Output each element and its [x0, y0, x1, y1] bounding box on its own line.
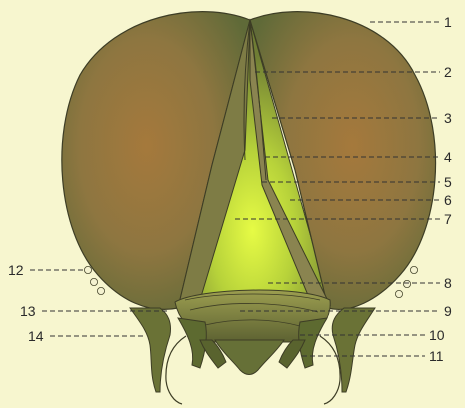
right-antenna — [332, 308, 375, 392]
label-5: 5 — [444, 174, 452, 190]
label-14: 14 — [28, 328, 44, 344]
label-4: 4 — [444, 149, 452, 165]
labium — [215, 340, 284, 375]
label-7: 7 — [444, 211, 452, 227]
label-10: 10 — [429, 327, 445, 343]
label-12: 12 — [8, 262, 24, 278]
label-13: 13 — [20, 303, 36, 319]
label-11: 11 — [429, 348, 444, 364]
label-9: 9 — [444, 303, 452, 319]
label-2: 2 — [444, 64, 452, 80]
label-8: 8 — [444, 275, 452, 291]
left-palp — [166, 336, 186, 404]
label-1: 1 — [444, 14, 452, 30]
label-6: 6 — [444, 192, 452, 208]
left-antenna — [130, 308, 171, 392]
label-3: 3 — [444, 110, 452, 126]
